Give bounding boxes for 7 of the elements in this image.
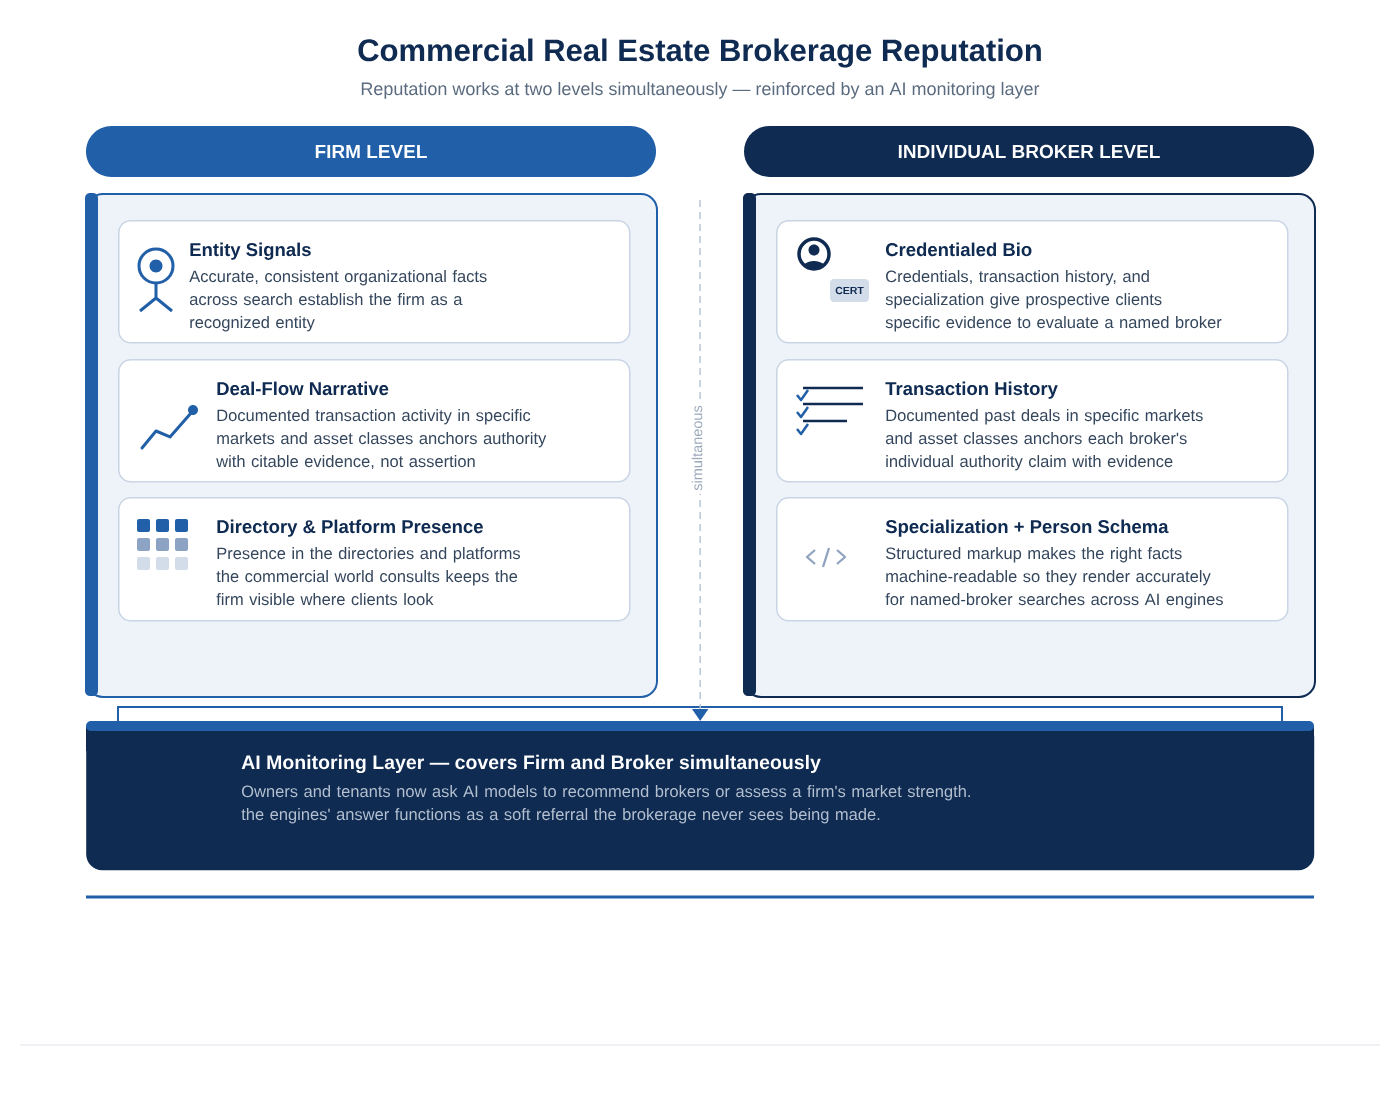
subtitle: Reputation works at two levels simultaneously — reinforced by an AI monitoring layer [361,81,1040,99]
section-header: INDIVIDUAL BROKER LEVEL [744,126,1314,177]
banner-text: Owners and tenants now ask AI models to recommend brokers or assess a firm's market strength. the engines' answer functions as a soft referral the brokerage never sees being made. [241,785,970,824]
info-banner [86,721,1315,871]
title: Commercial Real Estate Brokerage Reputation [358,38,1041,68]
section-header: FIRM LEVEL [86,126,656,177]
banner-title: AI Monitoring Layer — covers Firm and Broker simultaneously [241,754,821,774]
